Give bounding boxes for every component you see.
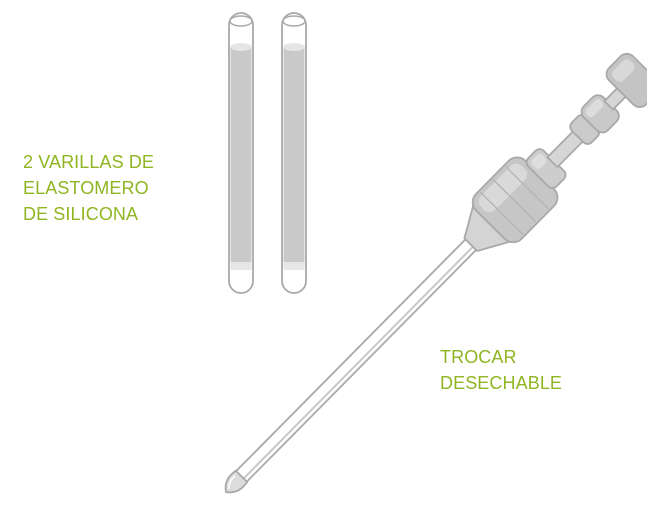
trocar-stylet <box>546 52 647 169</box>
trocar-label-line-2: DESECHABLE <box>440 373 563 393</box>
rods-label-line-3: DE SILICONA <box>23 204 139 224</box>
trocar-hub <box>463 148 567 252</box>
rod-2 <box>281 12 307 294</box>
trocar-label: TROCAR DESECHABLE <box>440 344 562 396</box>
rod-1 <box>228 12 254 294</box>
rods-label-line-2: ELASTOMERO <box>23 178 149 198</box>
rods-label-line-1: 2 VARILLAS DE <box>23 152 155 172</box>
trocar-icon <box>224 52 647 494</box>
trocar-needle <box>224 233 482 494</box>
rods-label: 2 VARILLAS DE ELASTOMERO DE SILICONA <box>23 149 154 227</box>
trocar-label-line-1: TROCAR <box>440 347 517 367</box>
silicone-rod-icon <box>228 12 307 294</box>
